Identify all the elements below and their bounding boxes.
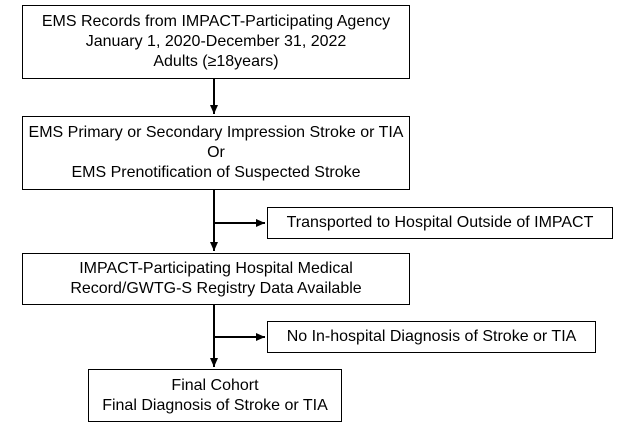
no-diagnosis-text: No In-hospital Diagnosis of Stroke or TI… (286, 328, 577, 345)
hospital-line-1: IMPACT-Participating Hospital Medical (79, 260, 353, 277)
records-line-2: January 1, 2020-December 31, 2022 (85, 33, 347, 50)
cohort-line-2: Final Diagnosis of Stroke or TIA (102, 396, 328, 414)
ems-records-box: EMS Records from IMPACT-Participating Ag… (22, 5, 410, 79)
cohort-line-1: Final Cohort (171, 376, 259, 394)
ems-impression-box: EMS Primary or Secondary Impression Stro… (22, 116, 410, 190)
records-line-3: Adults (≥18years) (153, 53, 279, 70)
no-diagnosis-exclusion-box: No In-hospital Diagnosis of Stroke or TI… (267, 321, 596, 353)
records-line-1: EMS Records from IMPACT-Participating Ag… (41, 13, 391, 30)
impression-line-3: EMS Prenotification of Suspected Stroke (71, 164, 361, 181)
impression-line-2: Or (207, 144, 225, 161)
impression-line-1: EMS Primary or Secondary Impression Stro… (28, 124, 404, 141)
hospital-line-2: Record/GWTG-S Registry Data Available (70, 280, 362, 297)
hospital-data-box: IMPACT-Participating Hospital Medical Re… (22, 253, 410, 305)
final-cohort-box: Final Cohort Final Diagnosis of Stroke o… (88, 369, 342, 422)
outside-impact-text: Transported to Hospital Outside of IMPAC… (286, 214, 594, 231)
outside-impact-exclusion-box: Transported to Hospital Outside of IMPAC… (267, 207, 613, 239)
